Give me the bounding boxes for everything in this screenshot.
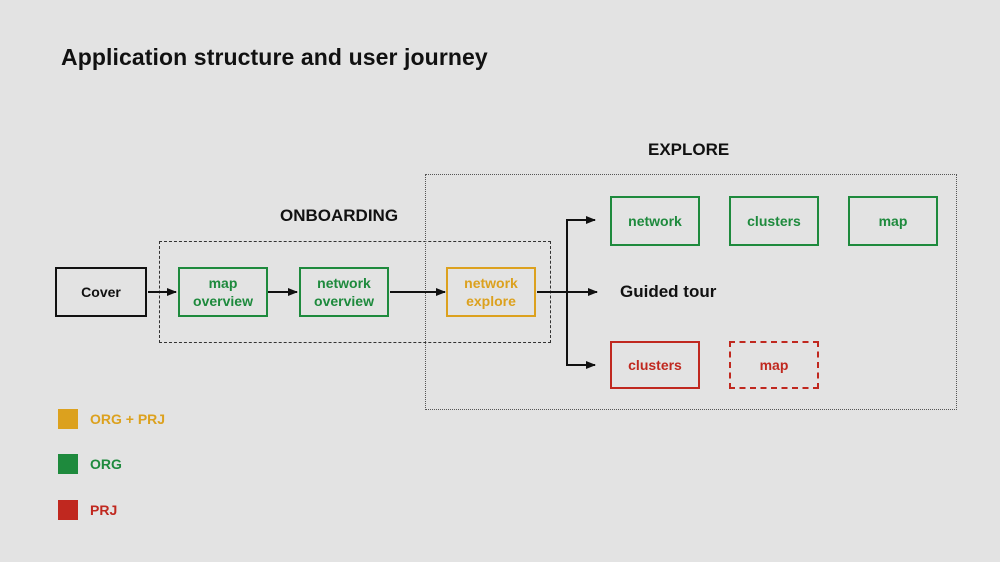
network-overview-node[interactable]: network overview [299, 267, 389, 317]
prj-clusters-label: clusters [628, 357, 682, 373]
explore-clusters-node[interactable]: clusters [729, 196, 819, 246]
legend-label: ORG + PRJ [90, 411, 166, 427]
map-overview-label: map overview [193, 275, 253, 309]
network-explore-label: network explore [464, 275, 518, 309]
explore-map-label: map [878, 213, 908, 229]
network-explore-node[interactable]: network explore [446, 267, 536, 317]
explore-clusters-label: clusters [747, 213, 801, 229]
legend-swatch [58, 454, 78, 474]
legend-swatch [58, 500, 78, 520]
explore-label: EXPLORE [648, 140, 730, 159]
prj-clusters-node[interactable]: clusters [610, 341, 700, 389]
legend-item-org-prj: ORG + PRJ [58, 409, 165, 429]
explore-network-node[interactable]: network [610, 196, 700, 246]
prj-map-label: map [759, 357, 789, 373]
explore-network-label: network [628, 213, 682, 229]
map-overview-node[interactable]: map overview [178, 267, 268, 317]
legend-label: PRJ [90, 502, 118, 518]
network-overview-label: network overview [314, 275, 374, 309]
legend-swatch [58, 409, 78, 429]
explore-map-node[interactable]: map [848, 196, 938, 246]
cover-node[interactable]: Cover [55, 267, 147, 317]
legend-label: ORG [90, 456, 122, 472]
prj-map-node[interactable]: map [729, 341, 819, 389]
guided-tour-label[interactable]: Guided tour [620, 282, 717, 301]
onboarding-label: ONBOARDING [280, 206, 399, 225]
legend-item-org: ORG [58, 454, 122, 474]
legend-item-prj: PRJ [58, 500, 117, 520]
page-title: Application structure and user journey [61, 44, 488, 70]
cover-node-label: Cover [81, 284, 121, 300]
